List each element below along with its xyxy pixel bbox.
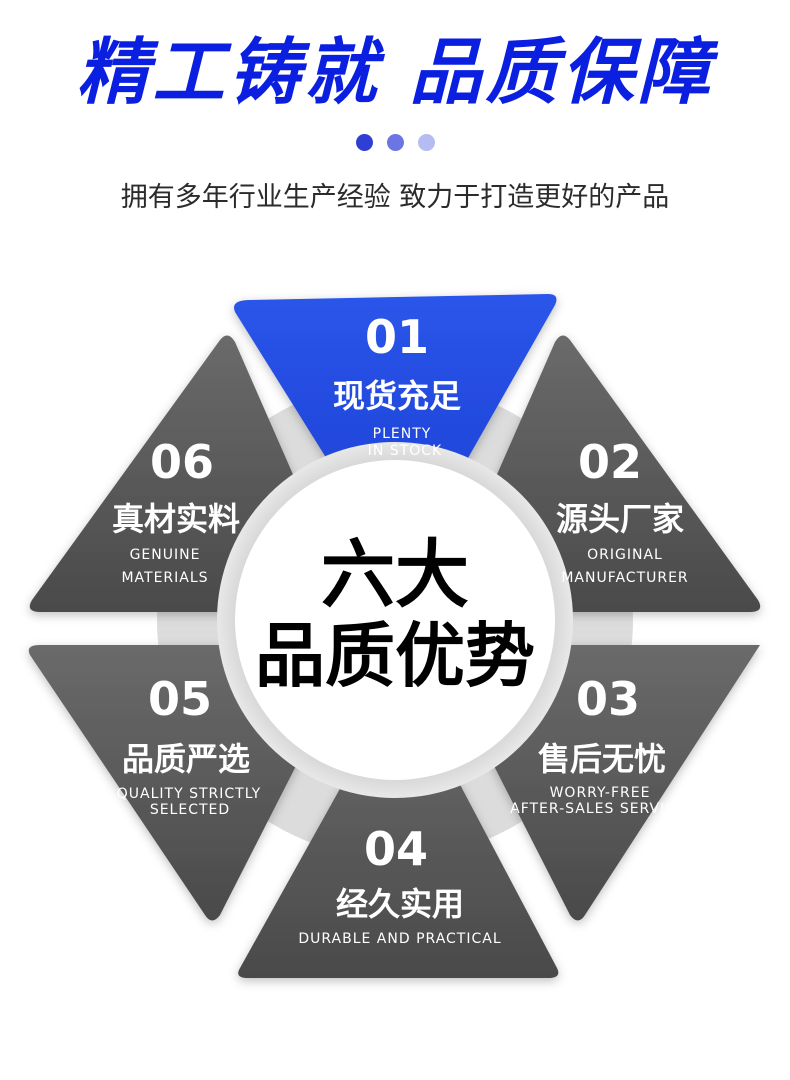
advantage-en-06-line2: MATERIALS bbox=[121, 570, 208, 586]
subheadline: 拥有多年行业生产经验 致力于打造更好的产品 bbox=[120, 182, 670, 213]
advantage-segment-04 bbox=[238, 685, 559, 978]
center-circle bbox=[235, 460, 555, 780]
advantage-en-01-line2: IN STOCK bbox=[368, 443, 442, 459]
advantage-title-04: 经久实用 bbox=[336, 885, 464, 923]
advantage-title-02: 源头厂家 bbox=[556, 500, 684, 538]
advantage-en-01-line1: PLENTY bbox=[373, 426, 432, 442]
advantage-en-06-line1: GENUINE bbox=[130, 547, 201, 563]
advantage-title-06: 真材实料 bbox=[112, 500, 240, 538]
advantage-number-02: 02 bbox=[578, 435, 642, 489]
advantage-en-04-line1: DURABLE AND PRACTICAL bbox=[298, 931, 501, 947]
advantage-en-02-line2: MANUFACTURER bbox=[561, 570, 688, 586]
center-title-line2: 品质优势 bbox=[255, 615, 535, 697]
advantage-title-05: 品质严选 bbox=[122, 740, 250, 778]
advantage-number-06: 06 bbox=[150, 435, 214, 489]
advantage-title-03: 售后无忧 bbox=[538, 740, 666, 778]
dot-icon bbox=[417, 134, 435, 151]
advantage-number-04: 04 bbox=[364, 822, 428, 876]
dot-icon bbox=[355, 134, 373, 151]
decorative-dots bbox=[0, 134, 790, 151]
advantage-segment-01 bbox=[234, 294, 557, 568]
advantage-number-03: 03 bbox=[576, 672, 640, 726]
advantage-en-05-line2: SELECTED bbox=[150, 802, 230, 818]
dot-icon bbox=[386, 134, 404, 151]
headline: 精工铸就 品质保障 bbox=[76, 30, 714, 114]
advantage-title-01: 现货充足 bbox=[333, 377, 461, 415]
advantage-number-01: 01 bbox=[365, 310, 429, 364]
advantage-en-02-line1: ORIGINAL bbox=[587, 547, 663, 563]
advantage-number-05: 05 bbox=[148, 672, 212, 726]
advantage-en-03-line2: AFTER-SALES SERVICE bbox=[510, 801, 686, 817]
advantage-en-03-line1: WORRY-FREE bbox=[550, 785, 651, 801]
center-title-line1: 六大 bbox=[321, 532, 469, 618]
advantage-en-05-line1: QUALITY STRICTLY bbox=[117, 786, 261, 802]
